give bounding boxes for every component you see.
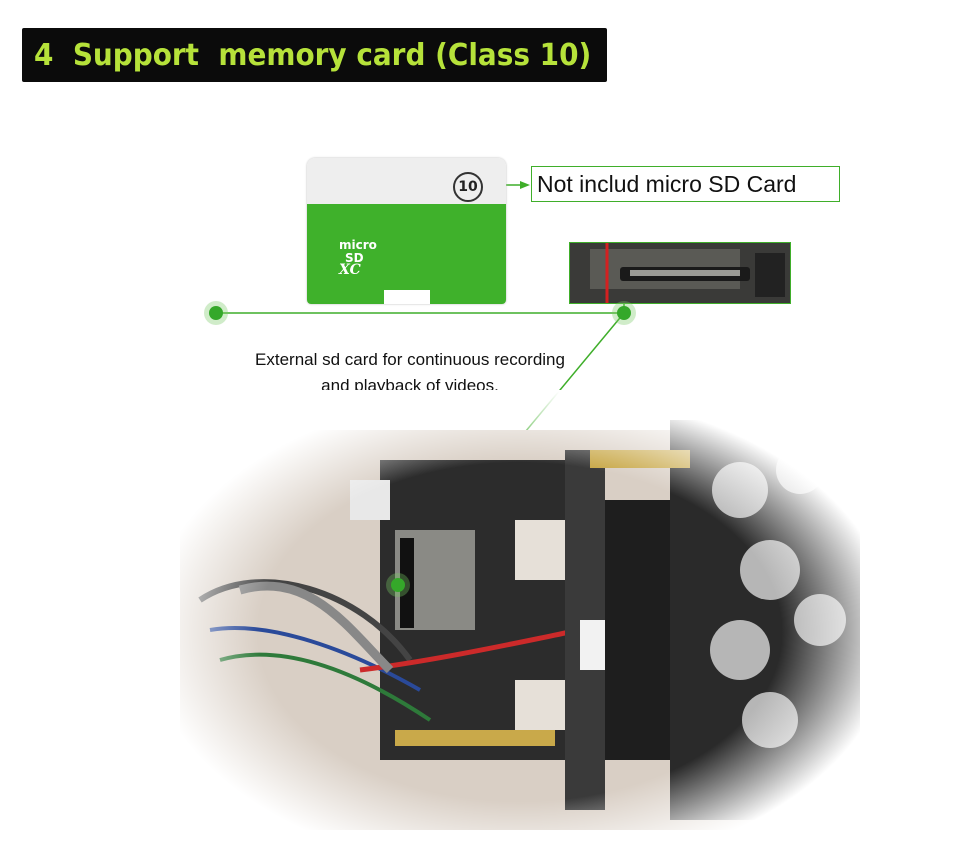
micro-sd-card-image: micro SD XC 10 bbox=[307, 158, 506, 304]
sd-card-body bbox=[307, 204, 506, 304]
callout-label: Not includ micro SD Card bbox=[537, 170, 797, 197]
camera-board-graphic bbox=[180, 390, 860, 830]
sd-slot-closeup-image bbox=[569, 242, 791, 304]
connector-dot-right bbox=[612, 301, 636, 325]
title-banner: 4 Support memory card (Class 10) bbox=[22, 28, 607, 82]
callout-box: Not includ micro SD Card bbox=[531, 166, 840, 202]
class-10-badge: 10 bbox=[453, 172, 483, 202]
sd-logo-sd: SD bbox=[345, 251, 364, 265]
connector-dot-board bbox=[386, 573, 410, 597]
description-line-1: External sd card for continuous recordin… bbox=[255, 350, 565, 369]
camera-board-photo bbox=[180, 390, 860, 830]
sd-card-notch bbox=[384, 290, 430, 304]
sd-logo-micro: micro bbox=[339, 238, 377, 252]
connector-dot-left bbox=[204, 301, 228, 325]
sd-slot-closeup-graphic bbox=[570, 243, 790, 303]
arrow-head bbox=[520, 181, 530, 189]
sd-logo-xc: XC bbox=[339, 262, 361, 278]
page-title: 4 Support memory card (Class 10) bbox=[34, 37, 592, 73]
